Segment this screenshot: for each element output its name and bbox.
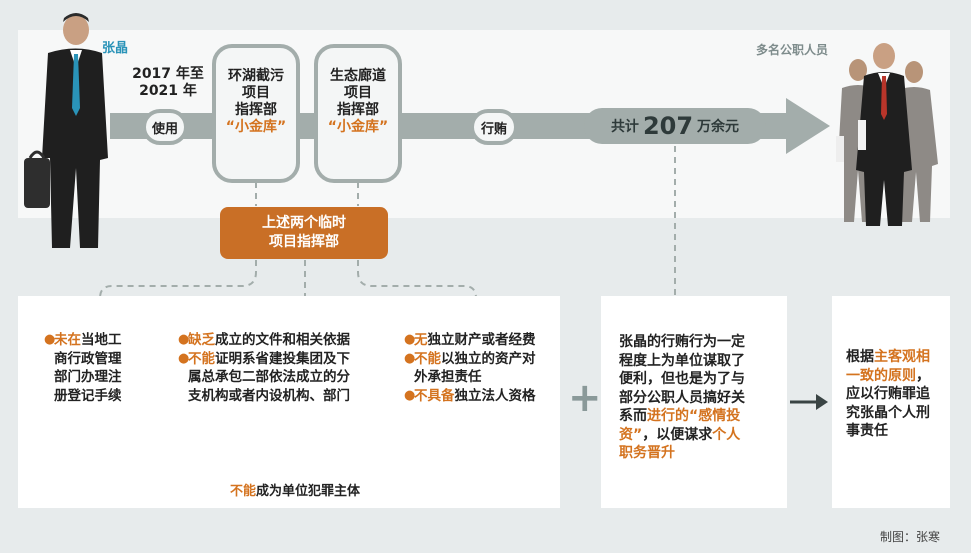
reasons-col-1: ●未在当地工商行政管理部门办理注册登记手续 bbox=[44, 331, 164, 405]
credit: 制图：张寒 bbox=[880, 530, 941, 544]
motive-panel bbox=[601, 296, 787, 508]
reasons-col-2: ●缺乏成立的文件和相关依据 ●不能证明系省建投集团及下属总承包二部依法成立的分支… bbox=[178, 331, 374, 405]
verdict-panel bbox=[832, 296, 950, 508]
officials-figure bbox=[836, 43, 938, 226]
period-end: 2021 年 bbox=[139, 83, 197, 99]
reason-item: ●无独立财产或者经费 bbox=[404, 332, 536, 348]
reason-item: ●缺乏成立的文件和相关依据 bbox=[178, 332, 350, 348]
reason-item: ●不能以独立的资产对外承担责任 bbox=[404, 350, 536, 386]
reason-item: ●不能证明系省建投集团及下属总承包二部依法成立的分支机构或者内设机构、部门 bbox=[178, 350, 350, 404]
verdict-text: 根据主客观相 一致的原则， 应以行贿罪追 究张晶个人刑 事责任 bbox=[846, 349, 930, 439]
bribe-pill: 行贿 bbox=[470, 109, 518, 145]
temporary-hq-box: 上述两个临时 项目指挥部 bbox=[220, 207, 388, 259]
project-box-1: 环湖截污 项目 指挥部 “小金库” bbox=[212, 44, 300, 183]
project-box-2: 生态廊道 项目 指挥部 “小金库” bbox=[314, 44, 402, 183]
subject-name: 张晶 bbox=[102, 41, 129, 56]
reason-item: ●不具备独立法人资格 bbox=[404, 387, 536, 404]
businessman-figure bbox=[24, 13, 108, 248]
officials-label: 多名公职人员 bbox=[756, 43, 829, 57]
flow-arrowhead bbox=[786, 98, 830, 154]
period-label: 2017 年至 2021 年 bbox=[128, 66, 208, 100]
period-start: 2017 年至 bbox=[132, 66, 204, 82]
use-pill: 使用 bbox=[142, 109, 188, 145]
reasons-panel bbox=[18, 296, 560, 508]
slush-fund-tag-1: “小金库” bbox=[225, 119, 287, 135]
reason-item: ●未在当地工商行政管理部门办理注册登记手续 bbox=[44, 332, 122, 404]
conclusion-text: 不能成为单位犯罪主体 bbox=[230, 484, 361, 499]
plus-icon: + bbox=[568, 375, 602, 421]
result-arrow-icon bbox=[790, 394, 828, 410]
motive-text: 张晶的行贿行为一定 程度上为单位谋取了 便利，但也是为了与 部分公职人员搞好关 … bbox=[619, 334, 745, 461]
reasons-col-3: ●无独立财产或者经费 ●不能以独立的资产对外承担责任 ●不具备独立法人资格 bbox=[404, 331, 556, 405]
slush-fund-tag-2: “小金库” bbox=[327, 119, 389, 135]
